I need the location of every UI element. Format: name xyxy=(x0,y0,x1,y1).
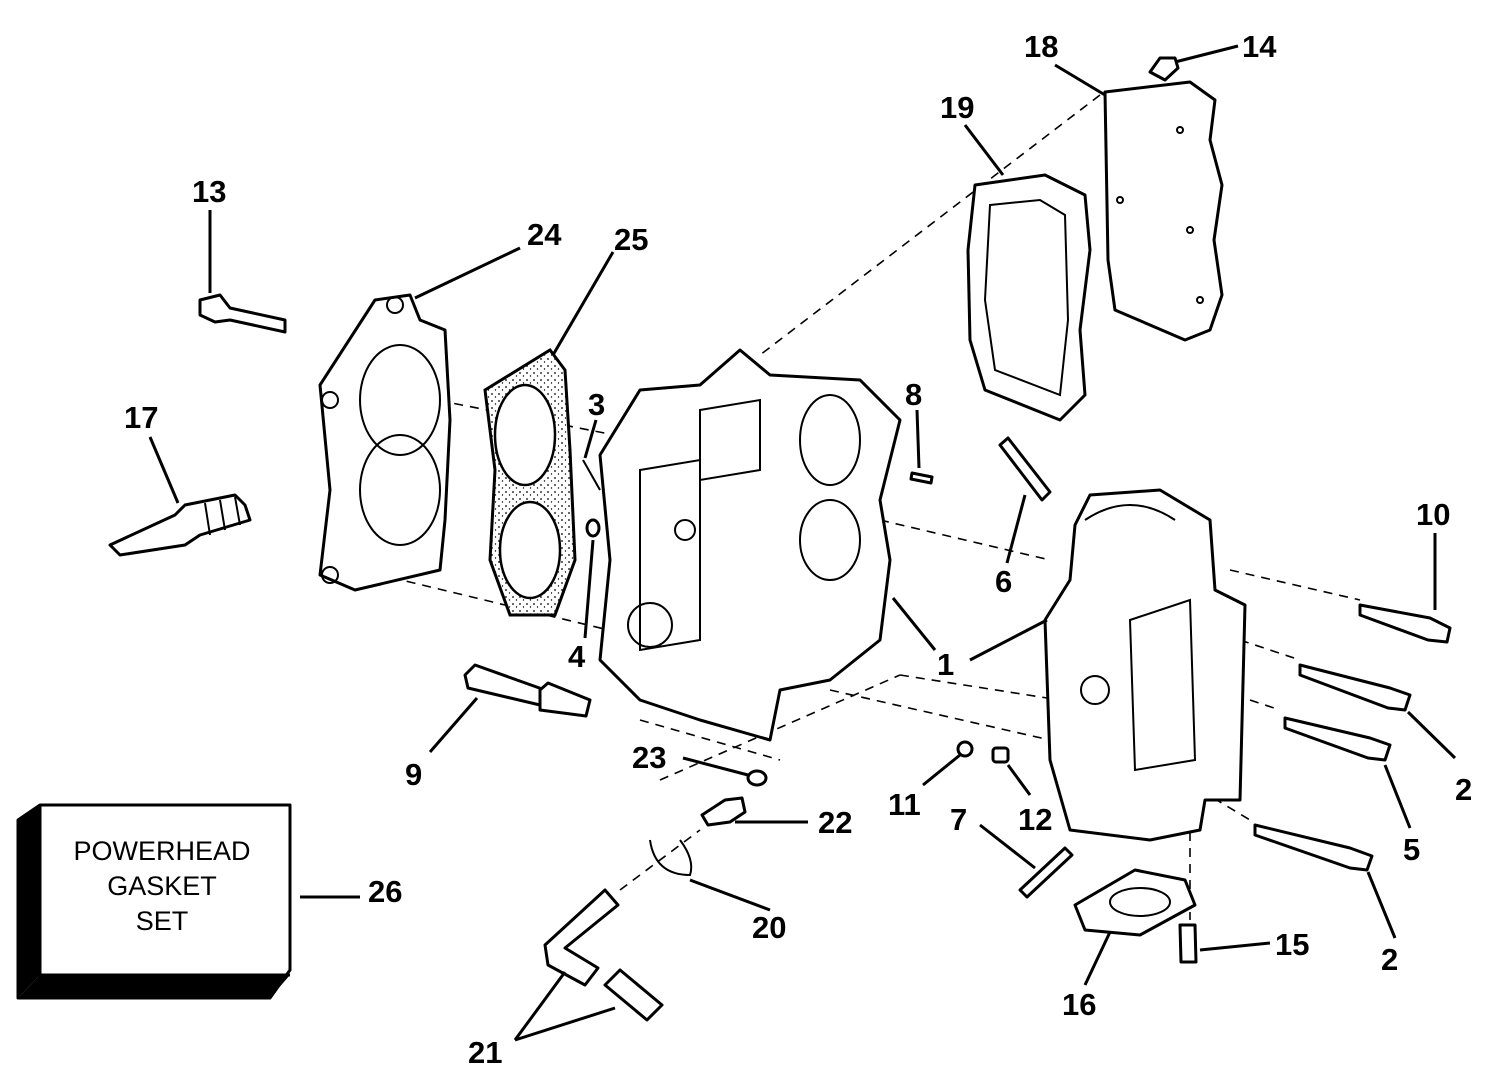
cover-screw-part xyxy=(1148,56,1180,82)
label-3: 3 xyxy=(588,387,605,422)
label-11: 11 xyxy=(888,787,921,822)
alignment-lines xyxy=(359,94,1361,920)
label-24: 24 xyxy=(527,217,562,252)
label-22: 22 xyxy=(818,805,852,840)
label-16: 16 xyxy=(1062,987,1096,1022)
dowel-pins-part xyxy=(909,436,1074,899)
label-8: 8 xyxy=(905,377,922,412)
label-21: 21 xyxy=(468,1035,502,1070)
cover-gasket-part xyxy=(966,173,1092,422)
cylinder-block-part xyxy=(598,348,902,742)
label-6: 6 xyxy=(995,564,1012,599)
label-9: 9 xyxy=(405,757,422,792)
leader-lines xyxy=(148,44,1457,1042)
cylinder-head-part xyxy=(318,293,452,592)
cover-plate-part xyxy=(1103,80,1224,342)
gasket-box-line3: SET xyxy=(136,906,189,936)
gasket-box-line2: GASKET xyxy=(107,871,217,901)
spark-plug-part xyxy=(108,493,252,557)
crankcase-bolts-part xyxy=(1253,603,1452,872)
label-25: 25 xyxy=(614,222,648,257)
label-19: 19 xyxy=(940,90,974,125)
label-7: 7 xyxy=(950,802,967,837)
small-parts xyxy=(582,459,1010,787)
label-14: 14 xyxy=(1242,29,1277,64)
gasket-set-box: POWERHEAD GASKET SET xyxy=(16,803,292,1000)
seal-plate-screw-part xyxy=(1178,923,1198,964)
label-4: 4 xyxy=(568,639,586,674)
label-15: 15 xyxy=(1275,927,1309,962)
label-5: 5 xyxy=(1403,832,1420,867)
gasket-box-line1: POWERHEAD xyxy=(73,836,250,866)
seal-plate-part xyxy=(1073,868,1197,937)
label-17: 17 xyxy=(124,400,158,435)
label-12: 12 xyxy=(1018,802,1052,837)
label-1: 1 xyxy=(937,647,954,682)
label-20: 20 xyxy=(752,910,786,945)
crankcase-part xyxy=(1043,488,1247,842)
fitting-part xyxy=(700,796,747,827)
label-2b: 2 xyxy=(1381,942,1398,977)
label-13: 13 xyxy=(192,174,226,209)
head-bolt-part xyxy=(198,293,287,334)
label-26: 26 xyxy=(368,874,402,909)
label-10: 10 xyxy=(1416,497,1450,532)
label-23: 23 xyxy=(632,740,666,775)
hoses-part xyxy=(543,888,664,1022)
hose-clip-part xyxy=(649,839,693,877)
sleeves-part xyxy=(463,663,592,718)
head-gasket-part xyxy=(483,348,577,617)
label-2a: 2 xyxy=(1455,772,1472,807)
label-18: 18 xyxy=(1024,29,1058,64)
part-labels: 13 24 25 17 3 4 8 6 1 10 2 5 2 9 23 11 1… xyxy=(124,29,1472,1070)
